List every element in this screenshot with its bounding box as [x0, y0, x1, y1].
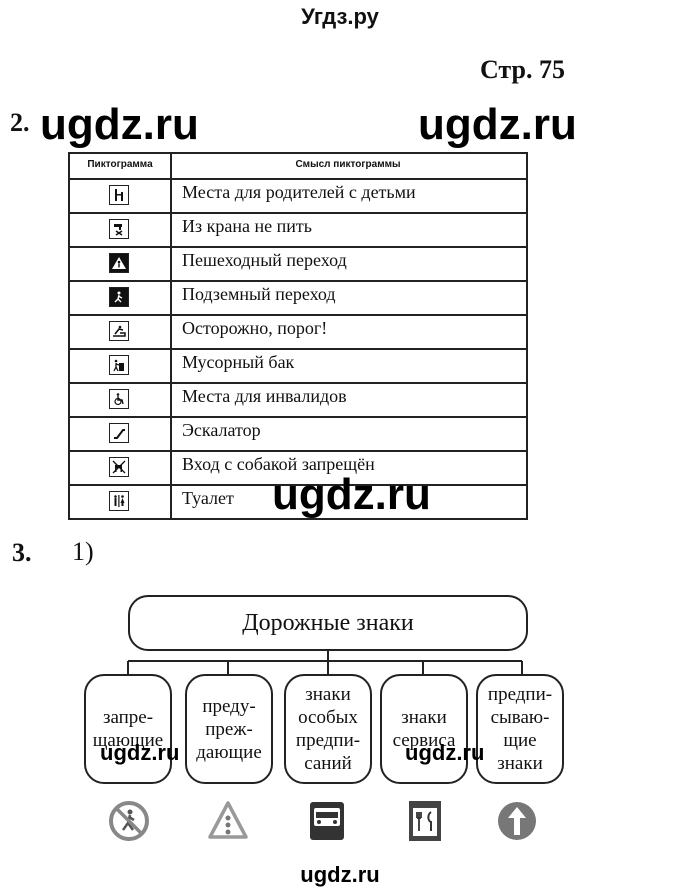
- pedestrian-crossing-icon: [109, 253, 129, 273]
- table-row: Эскалатор: [70, 416, 526, 452]
- table-row: Мусорный бак: [70, 348, 526, 384]
- watermark-footer: ugdz.ru: [300, 862, 380, 887]
- category-line: преду-: [202, 695, 256, 717]
- pictogram-meaning: Места для родителей с детьми: [182, 182, 416, 202]
- category-line: запре-: [102, 707, 154, 728]
- category-line: преж-: [205, 718, 253, 740]
- page-reference: Стр. 75: [480, 55, 565, 84]
- table-row: Из крана не пить: [70, 212, 526, 248]
- warning-sign-icon: [208, 801, 248, 839]
- toilet-icon: [109, 491, 129, 511]
- category-warning: преду-преж-дающие: [185, 674, 273, 784]
- column-header-meaning: Смысл пиктограммы: [295, 159, 401, 170]
- pictogram-meaning: Мусорный бак: [182, 352, 295, 372]
- underground-crossing-icon: [109, 287, 129, 307]
- no-drinking-tap-icon: [109, 219, 129, 239]
- category-line: щие: [503, 730, 537, 751]
- category-line: дающие: [196, 741, 262, 763]
- category-line: щающие: [92, 730, 164, 751]
- table-row: Подземный переход: [70, 280, 526, 316]
- table-row: Места для родителей с детьми: [70, 178, 526, 214]
- table-row: Вход с собакой запрещён: [70, 450, 526, 486]
- task-2-number: 2.: [10, 108, 30, 137]
- pictogram-meaning: Пешеходный переход: [182, 250, 347, 270]
- category-line: знаки: [497, 753, 543, 774]
- pictogram-meaning: Туалет: [182, 488, 234, 508]
- category-prohibitory: запре-щающие: [84, 674, 172, 784]
- prohibitory-sign-icon: [109, 801, 149, 841]
- table-row: Осторожно, порог!: [70, 314, 526, 350]
- watermark: ugdz.ru: [418, 100, 577, 149]
- column-header-pictogram: Пиктограмма: [70, 154, 172, 178]
- wheelchair-icon: [109, 389, 129, 409]
- pictogram-meaning: Вход с собакой запрещён: [182, 454, 375, 474]
- no-dogs-icon: [109, 457, 129, 477]
- table-row: Туалет: [70, 484, 526, 518]
- watermark: ugdz.ru: [272, 470, 431, 519]
- category-line: предпи-: [487, 684, 553, 705]
- table-row: Пешеходный переход: [70, 246, 526, 282]
- service-sign-icon: [409, 801, 441, 841]
- road-signs-root: Дорожные знаки: [128, 595, 528, 651]
- pictogram-meaning: Из крана не пить: [182, 216, 312, 236]
- task-3-number: 3.: [12, 538, 32, 567]
- parents-with-children-icon: [109, 185, 129, 205]
- site-title: Угдз.ру: [301, 4, 379, 29]
- diagram-connectors: [127, 651, 523, 675]
- category-line: знаки: [401, 707, 447, 728]
- watermark: ugdz.ru: [40, 100, 199, 149]
- escalator-icon: [109, 423, 129, 443]
- special-regulation-sign-icon: [310, 802, 344, 840]
- category-line: знаки: [305, 684, 351, 705]
- pictogram-meaning: Места для инвалидов: [182, 386, 347, 406]
- watermark: ugdz.ru: [405, 740, 485, 765]
- pictogram-table: Пиктограмма Смысл пиктограммы Места для …: [68, 152, 528, 520]
- table-header: Пиктограмма Смысл пиктограммы: [70, 154, 526, 180]
- task-3-subitem: 1): [72, 537, 94, 566]
- category-line: сервиса: [392, 730, 456, 751]
- pictogram-meaning: Подземный переход: [182, 284, 336, 304]
- category-line: саний: [304, 753, 352, 774]
- category-line: особых: [298, 707, 358, 728]
- category-line: предпи-: [295, 730, 361, 751]
- caution-step-icon: [109, 321, 129, 341]
- pictogram-meaning: Осторожно, порог!: [182, 318, 328, 338]
- pictogram-meaning: Эскалатор: [182, 420, 261, 440]
- table-row: Места для инвалидов: [70, 382, 526, 418]
- mandatory-sign-icon: [498, 802, 536, 840]
- trash-bin-icon: [109, 355, 129, 375]
- watermark: ugdz.ru: [100, 740, 180, 765]
- category-line: сываю-: [490, 707, 550, 728]
